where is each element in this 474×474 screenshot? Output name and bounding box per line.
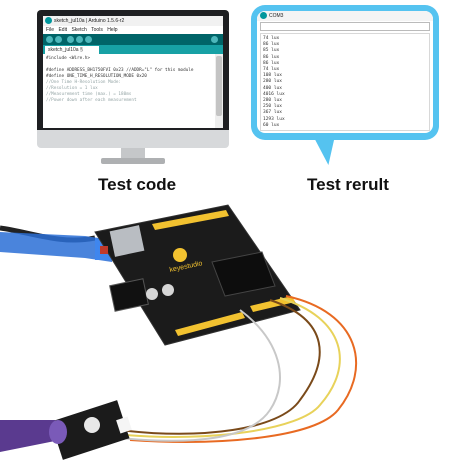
serial-line: 280 lux xyxy=(263,79,282,85)
serial-line: 108 lux xyxy=(263,73,282,79)
monitor-neck xyxy=(121,148,145,160)
dc-jack xyxy=(109,278,149,312)
serial-line: 4016 lux xyxy=(263,91,285,97)
code-line: #include <Wire.h> xyxy=(46,56,90,61)
code-line: #define ADDRESS_BH1750FVI 0x23 //ADDR="L… xyxy=(46,68,194,73)
caption-test-code: Test code xyxy=(98,175,177,194)
save-button[interactable] xyxy=(85,36,92,43)
sensor-chip xyxy=(84,417,100,433)
code-line: //Measurement time (max.) = 180ms xyxy=(46,92,132,97)
menu-edit[interactable]: Edit xyxy=(58,27,68,33)
ide-title-bar: sketch_jul10a | Arduino 1.5.6-r2 xyxy=(43,16,223,26)
capacitor xyxy=(162,284,174,296)
serial-send-input[interactable] xyxy=(260,22,430,31)
verify-button[interactable] xyxy=(46,36,53,43)
menu-file[interactable]: File xyxy=(46,27,55,33)
serial-line: 250 lux xyxy=(263,104,282,110)
header-digital xyxy=(152,210,229,230)
ide-title: sketch_jul10a | Arduino 1.5.6-r2 xyxy=(54,18,125,24)
editor-scroll-thumb[interactable] xyxy=(216,56,222,116)
sensor-connector xyxy=(116,416,132,434)
arduino-logo-icon xyxy=(260,12,267,19)
wire-white xyxy=(119,309,281,442)
light-sensor-module xyxy=(50,400,132,460)
monitor: sketch_jul10a | Arduino 1.5.6-r2 File Ed… xyxy=(37,10,229,170)
reset-button xyxy=(100,246,108,254)
capacitor xyxy=(146,288,158,300)
serial-line: 367 lux xyxy=(263,110,282,116)
wire-orange xyxy=(129,295,358,443)
serial-line: 86 lux xyxy=(263,60,280,66)
monitor-chin xyxy=(37,130,229,148)
usb-port xyxy=(109,225,145,257)
code-line: //Power down after each measurement xyxy=(46,98,137,103)
brand-logo-icon xyxy=(173,248,187,262)
header-power xyxy=(175,312,245,336)
ide-tab-bar: sketch_jul10a § xyxy=(43,45,223,54)
serial-title: COM3 xyxy=(269,13,284,19)
serial-line: 86 lux xyxy=(263,42,280,48)
ide-menu-bar: File Edit Sketch Tools Help xyxy=(43,26,223,34)
probe-tool xyxy=(0,420,67,452)
serial-monitor-button[interactable] xyxy=(211,36,218,43)
upload-button[interactable] xyxy=(55,36,62,43)
wire-brown xyxy=(119,299,321,435)
serial-line: 74 lux xyxy=(263,67,280,72)
new-button[interactable] xyxy=(67,36,74,43)
serial-line: 1293 lux xyxy=(263,116,285,122)
serial-line: 400 lux xyxy=(263,85,282,91)
code-line: #define ONE_TIME_H_RESOLUTION_MODE 0x20 xyxy=(46,74,147,79)
arduino-logo-icon xyxy=(45,17,52,24)
hardware-scene: keyestudio xyxy=(0,204,358,460)
microcontroller-chip xyxy=(211,251,276,297)
code-line: //One Time H-Resolution Mode: xyxy=(46,80,122,85)
menu-help[interactable]: Help xyxy=(107,27,118,33)
serial-title-bar: COM3 xyxy=(257,11,433,21)
open-button[interactable] xyxy=(76,36,83,43)
tab-sketch[interactable]: sketch_jul10a § xyxy=(45,46,99,54)
serial-line: 280 lux xyxy=(263,98,282,103)
menu-tools[interactable]: Tools xyxy=(91,27,103,33)
ide-window: sketch_jul10a | Arduino 1.5.6-r2 File Ed… xyxy=(43,16,223,128)
wire-yellow xyxy=(124,297,341,438)
serial-line: 60 lux xyxy=(263,122,280,128)
serial-line: 85 lux xyxy=(263,48,280,54)
serial-line: 86 lux xyxy=(263,54,280,60)
arduino-board: keyestudio xyxy=(94,204,301,346)
ide-toolbar xyxy=(43,34,223,45)
serial-line: 74 lux xyxy=(263,36,280,41)
code-editor[interactable]: #include <Wire.h> #define ADDRESS_BH1750… xyxy=(43,54,215,128)
code-line: //Resolution = 1 lux xyxy=(46,86,98,91)
monitor-base xyxy=(101,158,165,164)
caption-test-result: Test rerult xyxy=(307,175,389,194)
menu-sketch[interactable]: Sketch xyxy=(71,27,87,33)
